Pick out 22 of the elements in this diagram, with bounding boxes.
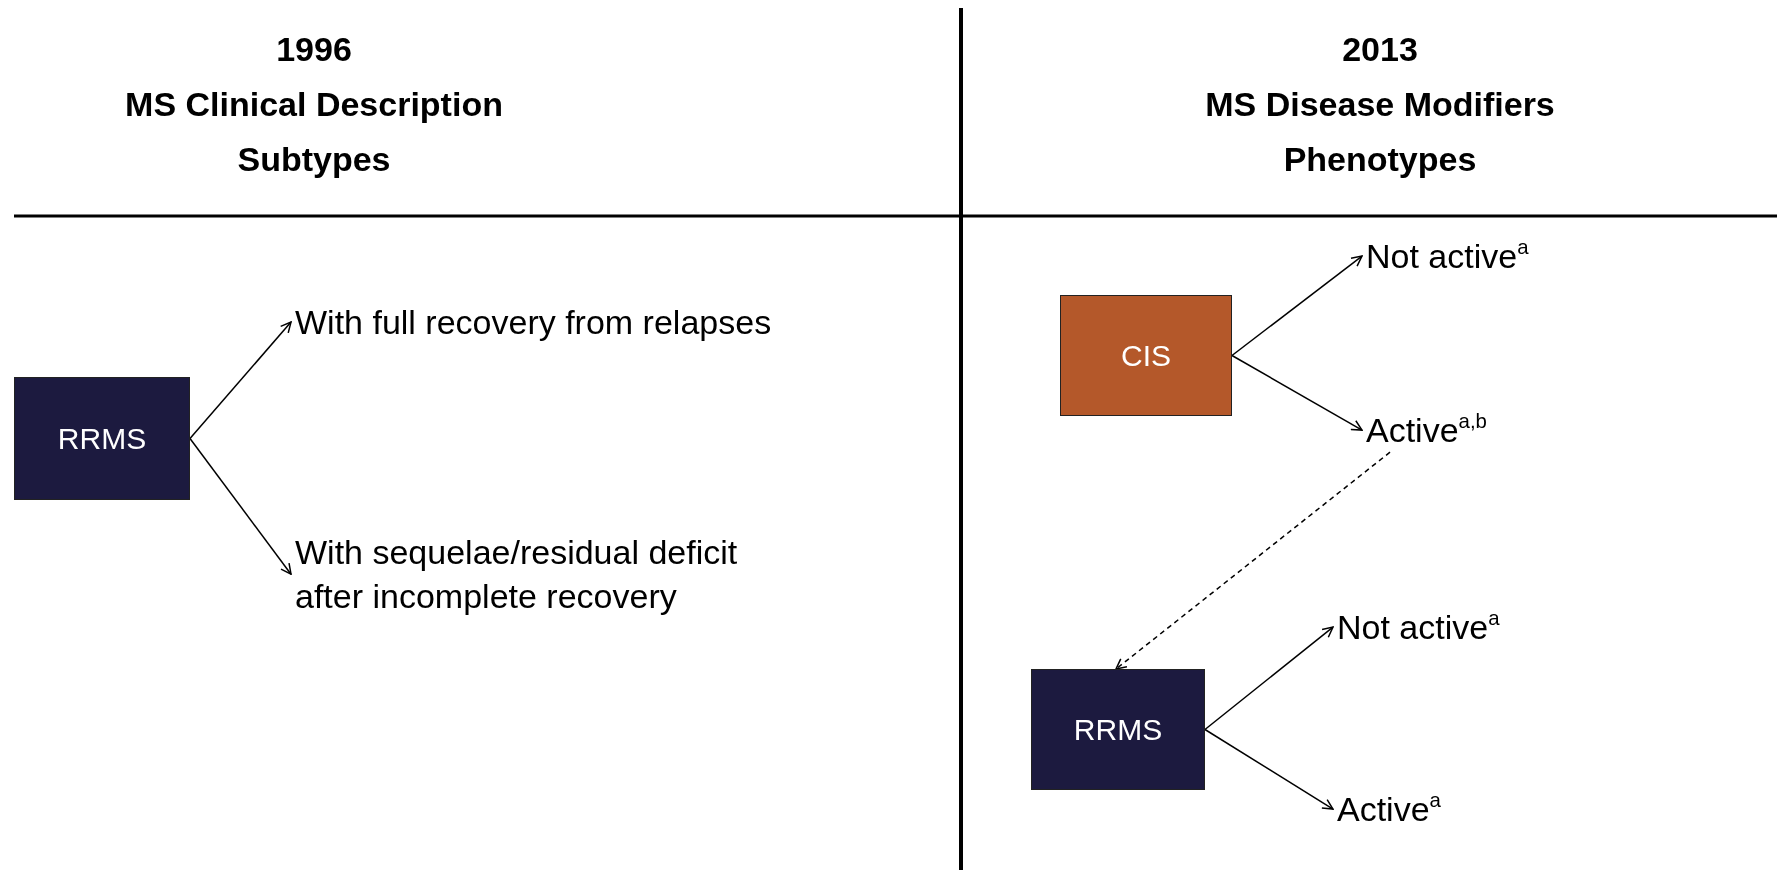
outcome-text: Not active$^{a}$ xyxy=(1337,605,1500,650)
column-heading: 1996 xyxy=(276,30,352,69)
column-heading: MS Clinical Description xyxy=(125,85,503,124)
arrow xyxy=(1204,728,1334,810)
arrow xyxy=(1231,255,1363,357)
process-box: CIS xyxy=(1060,295,1232,416)
outcome-text: Active$^{a}$ xyxy=(1337,787,1441,832)
outcome-text: Not active$^{a}$ xyxy=(1366,234,1529,279)
outcome-text: Active$^{a,b}$ xyxy=(1366,408,1487,453)
process-box: RRMS xyxy=(1031,669,1205,790)
arrow xyxy=(1204,626,1334,731)
arrow xyxy=(1115,451,1391,670)
arrow xyxy=(189,321,292,440)
outcome-text: With full recovery from relapses xyxy=(295,300,772,345)
arrow xyxy=(189,437,292,575)
process-box: RRMS xyxy=(14,377,190,500)
column-heading: MS Disease Modifiers xyxy=(1205,85,1555,124)
column-heading: Subtypes xyxy=(237,140,391,179)
column-heading: Phenotypes xyxy=(1283,140,1477,179)
arrow xyxy=(1231,354,1363,431)
column-heading: 2013 xyxy=(1342,30,1418,69)
outcome-text: With sequelae/residual deficit after incomplete recovery xyxy=(295,530,795,619)
